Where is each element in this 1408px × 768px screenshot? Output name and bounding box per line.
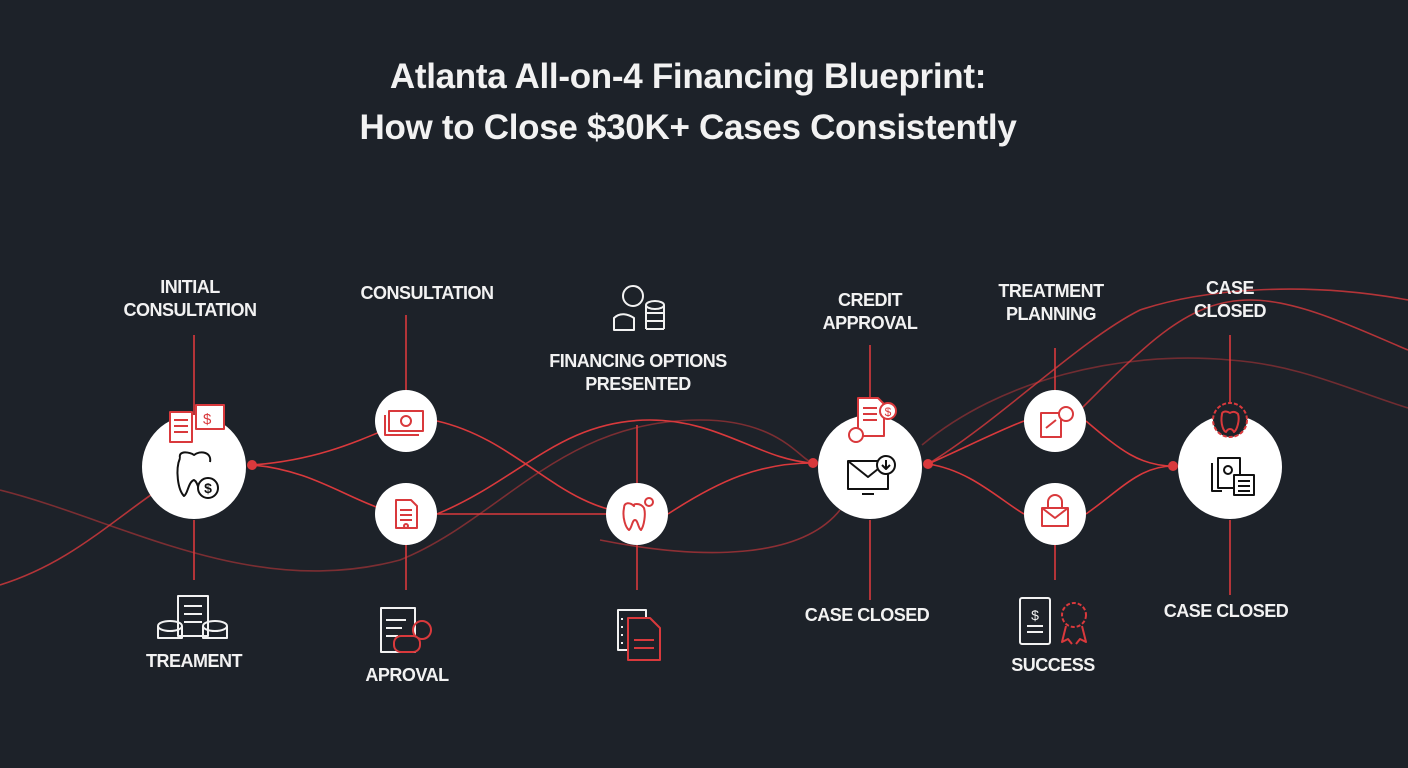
- signature-envelope-icon: [1040, 406, 1074, 438]
- nodes: [142, 390, 1282, 545]
- document-list-icon: [617, 609, 661, 661]
- node-treatment-secure[interactable]: [1024, 483, 1086, 545]
- label-line: FINANCING OPTIONS: [549, 351, 727, 371]
- junction-dots: [247, 458, 1178, 471]
- label-line: CONSULTATION: [360, 283, 494, 303]
- label-line: CONSULTATION: [123, 300, 257, 320]
- calendar-money-icon: [380, 607, 432, 653]
- label-line: PRESENTED: [585, 374, 691, 394]
- label-line: INITIAL: [160, 277, 220, 297]
- node-initial-consultation[interactable]: [142, 415, 246, 519]
- coins-stack-icon: [613, 285, 665, 331]
- node-financing-options[interactable]: [606, 483, 668, 545]
- node-consultation-cash[interactable]: [375, 390, 437, 452]
- label-case-closed-2: CASE CLOSED: [1163, 601, 1289, 621]
- label-case-closed-1: CASE CLOSED: [804, 605, 930, 625]
- receipt-award-icon: $: [1019, 597, 1087, 645]
- invoice-dollar-icon: $: [169, 404, 225, 443]
- tooth-badge-icon: [1212, 402, 1248, 438]
- tooth-dollar-icon: $: [176, 451, 219, 499]
- label-credit-approval: CREDIT APPROVAL: [823, 289, 918, 335]
- label-treatment-planning: TREATMENT PLANNING: [998, 280, 1104, 326]
- label-line: CREDIT: [838, 290, 902, 310]
- svg-text:$: $: [204, 480, 212, 496]
- svg-text:$: $: [885, 405, 892, 419]
- cash-icon: [384, 410, 424, 436]
- svg-text:$: $: [203, 411, 212, 428]
- ledger-coins-icon: [157, 595, 228, 639]
- label-financing-options: FINANCING OPTIONS PRESENTED: [549, 350, 727, 396]
- label-case-closed-top: CASE CLOSED: [1193, 277, 1267, 323]
- label-line: APPROVAL: [822, 313, 918, 333]
- label-line: CASE: [1205, 278, 1255, 298]
- title-line-1: Atlanta All-on-4 Financing Blueprint:: [389, 57, 987, 96]
- svg-text:$: $: [1031, 607, 1039, 623]
- contract-document-icon: [395, 499, 418, 529]
- label-consultation: CONSULTATION: [361, 282, 494, 305]
- credit-document-dollar-icon: $: [848, 397, 897, 443]
- label-success: SUCCESS: [1011, 655, 1095, 675]
- label-line: TREATMENT: [998, 281, 1104, 301]
- label-initial-consultation: INITIAL CONSULTATION: [124, 276, 257, 322]
- tooth-pin-icon: [622, 497, 654, 531]
- locked-envelope-icon: [1041, 494, 1069, 527]
- label-aproval: APROVAL: [365, 665, 449, 685]
- label-line: CLOSED: [1193, 301, 1267, 321]
- node-credit-approval[interactable]: [818, 415, 922, 519]
- label-treament: TREAMENT: [146, 651, 243, 671]
- files-document-icon: [1211, 457, 1255, 496]
- connector-curves: [0, 288, 1408, 586]
- label-line: PLANNING: [1006, 304, 1097, 324]
- email-monitor-download-icon: [847, 455, 896, 495]
- title-line-2: How to Close $30K+ Cases Consistently: [359, 108, 1017, 147]
